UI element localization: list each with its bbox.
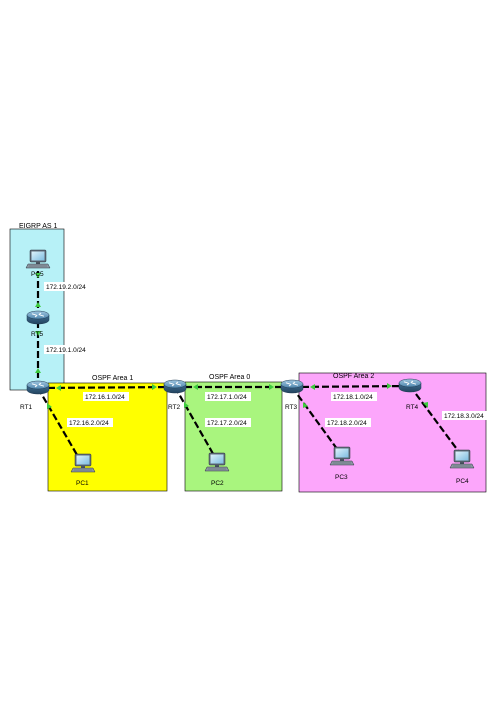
network-labels: 172.16.1.0/24 172.17.1.0/24 172.18.1.0/2… [44, 282, 488, 427]
link-rt2-pc2[interactable] [174, 386, 217, 460]
link-rt1-pc1[interactable] [37, 387, 81, 461]
link-up-indicator [47, 403, 52, 409]
router-rt1[interactable] [26, 380, 50, 395]
ospf-area-0-label: OSPF Area 0 [209, 374, 250, 381]
device-label-rt1: RT1 [20, 404, 33, 411]
device-label-rt4: RT4 [406, 404, 419, 411]
link-rt3-pc3[interactable] [291, 386, 341, 454]
ospf-area-2-box [298, 372, 487, 493]
link-up-indicator [152, 384, 157, 390]
device-label-pc4: PC4 [456, 478, 469, 485]
link-status-indicators [35, 273, 428, 409]
link-up-indicator [310, 384, 315, 390]
device-label-pc1: PC1 [76, 480, 89, 487]
ospf-area-1-label: OSPF Area 1 [92, 375, 133, 382]
link-up-indicator [35, 368, 41, 373]
network-label-rt3-pc3: 172.18.2.0/24 [327, 420, 367, 427]
link-up-indicator [184, 402, 189, 408]
link-up-indicator [35, 273, 41, 278]
device-label-pc2: PC2 [211, 480, 224, 487]
network-label-rt3-rt4: 172.18.1.0/24 [333, 394, 373, 401]
router-rt2[interactable] [163, 379, 187, 394]
link-up-indicator [35, 331, 41, 336]
device-label-rt3: RT3 [285, 404, 298, 411]
router-rt4[interactable] [398, 378, 422, 393]
device-label-rt2: RT2 [168, 404, 181, 411]
link-up-indicator [35, 302, 41, 307]
link-up-indicator [423, 402, 428, 408]
device-label-pc3: PC3 [335, 474, 348, 481]
link-up-indicator [303, 402, 308, 408]
network-label-rt1-pc1: 172.16.2.0/24 [69, 420, 109, 427]
link-up-indicator [387, 383, 392, 389]
router-icon [398, 378, 422, 393]
link-up-indicator [56, 385, 61, 391]
ospf-area-2-label: OSPF Area 2 [333, 373, 374, 380]
device-labels: RT1 RT2 RT3 RT4 RT5 PC1 PC2 PC3 PC4 PC5 [20, 271, 469, 487]
network-label-rt1-rt2: 172.16.1.0/24 [85, 394, 125, 401]
device-label-pc5: PC5 [31, 271, 44, 278]
router-rt3[interactable] [280, 379, 304, 394]
eigrp-area-label: EIGRP AS 1 [19, 223, 57, 230]
router-rt5[interactable] [26, 310, 50, 325]
area-backgrounds [9, 228, 487, 493]
network-label-rt1-rt5: 172.19.1.0/24 [46, 347, 86, 354]
link-up-indicator [193, 384, 198, 390]
network-label-rt5-pc5: 172.19.2.0/24 [46, 284, 86, 291]
router-icon [26, 380, 50, 395]
device-label-rt5: RT5 [31, 331, 44, 338]
router-icon [280, 379, 304, 394]
network-label-rt2-pc2: 172.17.2.0/24 [207, 420, 247, 427]
router-icon [26, 310, 50, 325]
network-label-rt4-pc4: 172.18.3.0/24 [444, 413, 484, 420]
link-up-indicator [269, 384, 274, 390]
network-label-rt2-rt3: 172.17.1.0/24 [207, 394, 247, 401]
router-icon [163, 379, 187, 394]
link-rt4-pc4[interactable] [409, 385, 463, 457]
